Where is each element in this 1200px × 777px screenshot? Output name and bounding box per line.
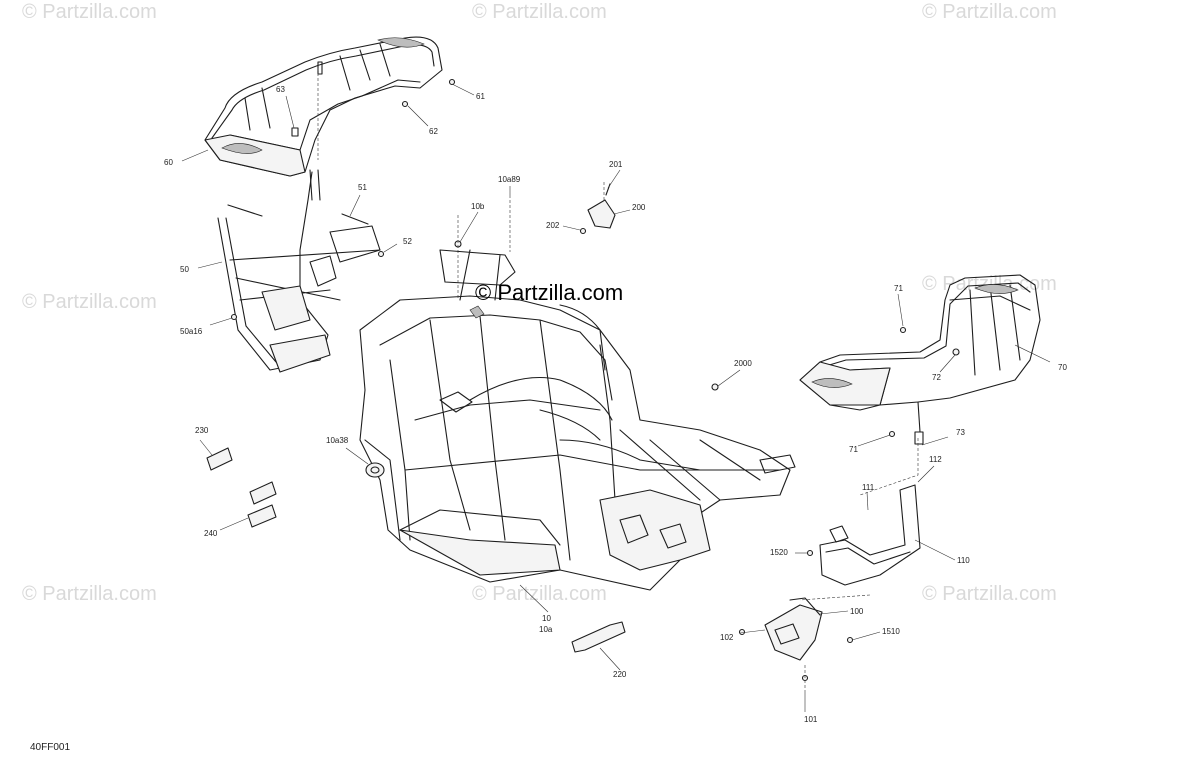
watermarks: © Partzilla.com © Partzilla.com © Partzi… [22,1,1057,605]
callout-101[interactable]: 101 [804,715,818,724]
leader-lines [181,68,1051,712]
callout-1520[interactable]: 1520 [770,548,788,557]
part-220-skid-bracket[interactable] [571,621,626,653]
callout-61[interactable]: 61 [476,92,485,101]
part-200-bracket[interactable] [587,183,616,229]
fasteners [230,78,960,682]
callout-10b[interactable]: 10b [471,202,485,211]
callout-201[interactable]: 201 [609,160,623,169]
callout-71-top[interactable]: 71 [894,284,903,293]
watermark-bottom-left: © Partzilla.com [22,583,157,605]
callouts: 63 61 62 60 51 52 50 50a16 201 10a89 200… [164,85,1067,724]
callout-240[interactable]: 240 [204,529,218,538]
watermark-top-right: © Partzilla.com [922,1,1057,23]
watermark-top-left: © Partzilla.com [22,1,157,23]
callout-10a38[interactable]: 10a38 [326,436,349,445]
part-240-pads[interactable] [247,481,277,528]
callout-10a89[interactable]: 10a89 [498,175,521,184]
callout-220[interactable]: 220 [613,670,627,679]
callout-71-bottom[interactable]: 71 [849,445,858,454]
callout-70[interactable]: 70 [1058,363,1067,372]
callout-1510[interactable]: 1510 [882,627,900,636]
callout-10a[interactable]: 10a [539,625,553,634]
diagram-code: 40FF001 [30,742,71,753]
callout-50a16[interactable]: 50a16 [180,327,203,336]
part-60-rear-rack[interactable] [204,36,443,201]
callout-202[interactable]: 202 [546,221,560,230]
callout-112[interactable]: 112 [929,455,942,464]
watermark-mid-right: © Partzilla.com [922,273,1057,295]
part-10a38-grommet[interactable] [365,462,385,478]
part-50-rear-support[interactable] [217,171,381,373]
callout-110[interactable]: 110 [957,556,970,565]
watermark-center: © Partzilla.com [475,280,623,305]
callout-10[interactable]: 10 [542,614,551,623]
part-110-front-bracket[interactable] [819,484,921,586]
callout-102[interactable]: 102 [720,633,734,642]
callout-2000[interactable]: 2000 [734,359,752,368]
callout-50[interactable]: 50 [180,265,189,274]
callout-62[interactable]: 62 [429,127,438,136]
watermark-bottom-right: © Partzilla.com [922,583,1057,605]
callout-52[interactable]: 52 [403,237,412,246]
watermark-bottom-center: © Partzilla.com [472,583,607,605]
callout-230[interactable]: 230 [195,426,209,435]
callout-73[interactable]: 73 [956,428,965,437]
part-10-main-frame[interactable] [359,249,796,591]
callout-111[interactable]: 111 [862,483,875,492]
part-230-pad[interactable] [206,447,233,471]
callout-63[interactable]: 63 [276,85,285,94]
callout-51[interactable]: 51 [358,183,367,192]
callout-60[interactable]: 60 [164,158,173,167]
callout-100[interactable]: 100 [850,607,864,616]
watermark-mid-left: © Partzilla.com [22,291,157,313]
callout-72[interactable]: 72 [932,373,941,382]
callout-200[interactable]: 200 [632,203,646,212]
part-70-front-rack[interactable] [799,274,1041,445]
watermark-top-center: © Partzilla.com [472,1,607,23]
part-100-lower-bracket[interactable] [764,597,823,661]
